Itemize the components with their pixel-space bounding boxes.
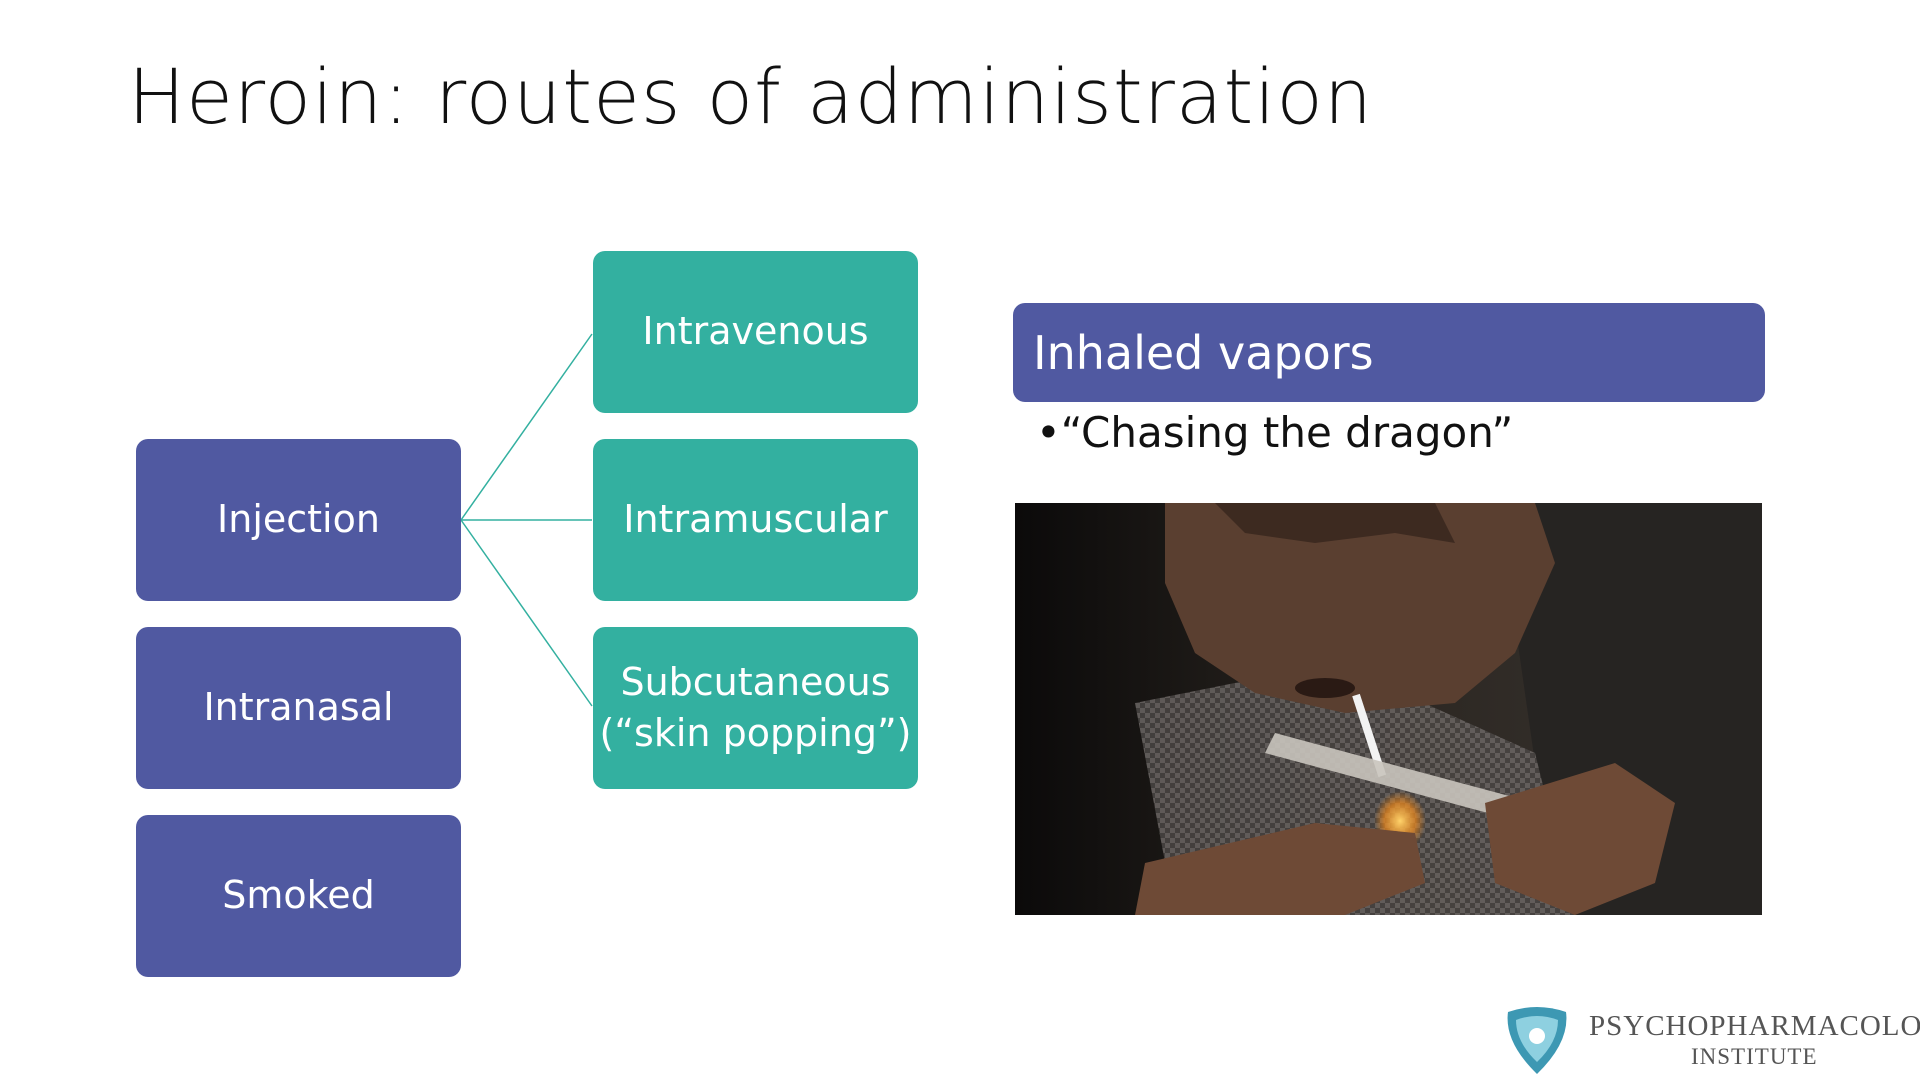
injection-intravenous: Intravenous [593,251,918,413]
slide-title: Heroin: routes of administration [128,52,1374,141]
connector-intravenous [460,333,593,521]
route-intranasal: Intranasal [136,627,461,789]
logo-text-line2: INSTITUTE [1691,1044,1818,1069]
inhaled-bullet: •“Chasing the dragon” [1036,408,1513,457]
bullet-dot: • [1036,408,1061,457]
logo-text-line1: PSYCHOPHARMACOLOGY [1589,1010,1920,1042]
injection-subcutaneous: Subcutaneous (“skin popping”) [593,627,918,789]
photo-illustration [1015,503,1762,915]
injection-intramuscular: Intramuscular [593,439,918,601]
connector-subcutaneous [460,519,593,707]
bullet-text: “Chasing the dragon” [1060,408,1514,457]
route-smoked: Smoked [136,815,461,977]
shield-icon [1507,1007,1567,1074]
photo-chasing-the-dragon [1015,503,1762,915]
route-injection: Injection [136,439,461,601]
inhaled-vapors-header: Inhaled vapors [1013,303,1765,402]
inhaled-vapors-label: Inhaled vapors [1033,325,1374,380]
